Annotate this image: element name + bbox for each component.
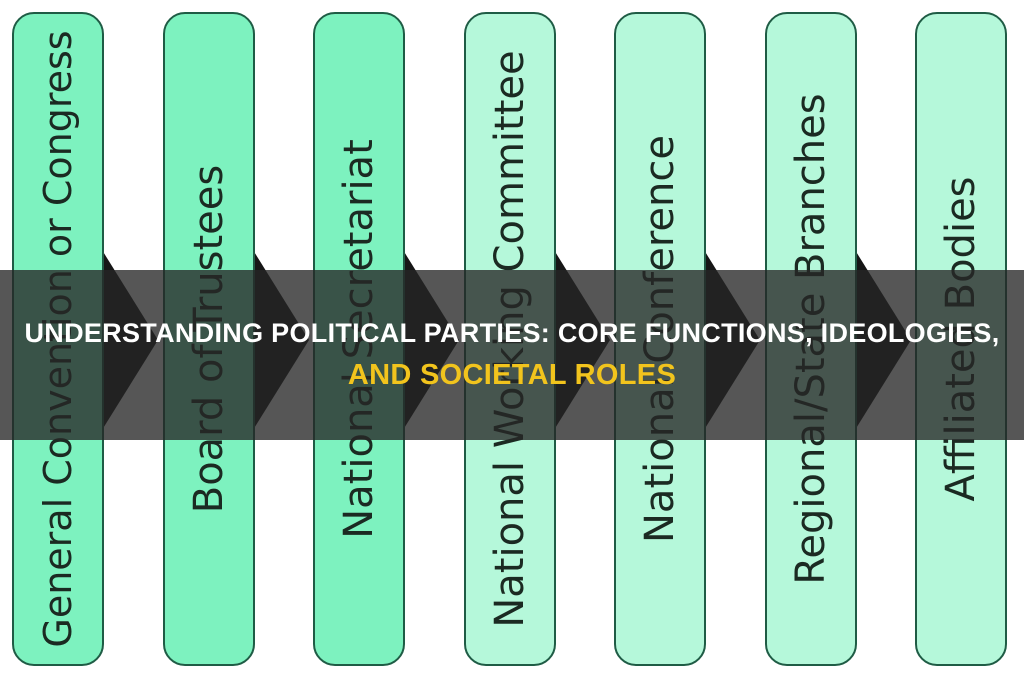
title-line-1: UNDERSTANDING POLITICAL PARTIES: CORE FU…: [24, 318, 1000, 349]
title-text: UNDERSTANDING POLITICAL PARTIES: CORE FU…: [0, 270, 1024, 440]
title-banner: [0, 270, 1024, 440]
title-line-2: AND SOCIETAL ROLES: [347, 358, 677, 391]
